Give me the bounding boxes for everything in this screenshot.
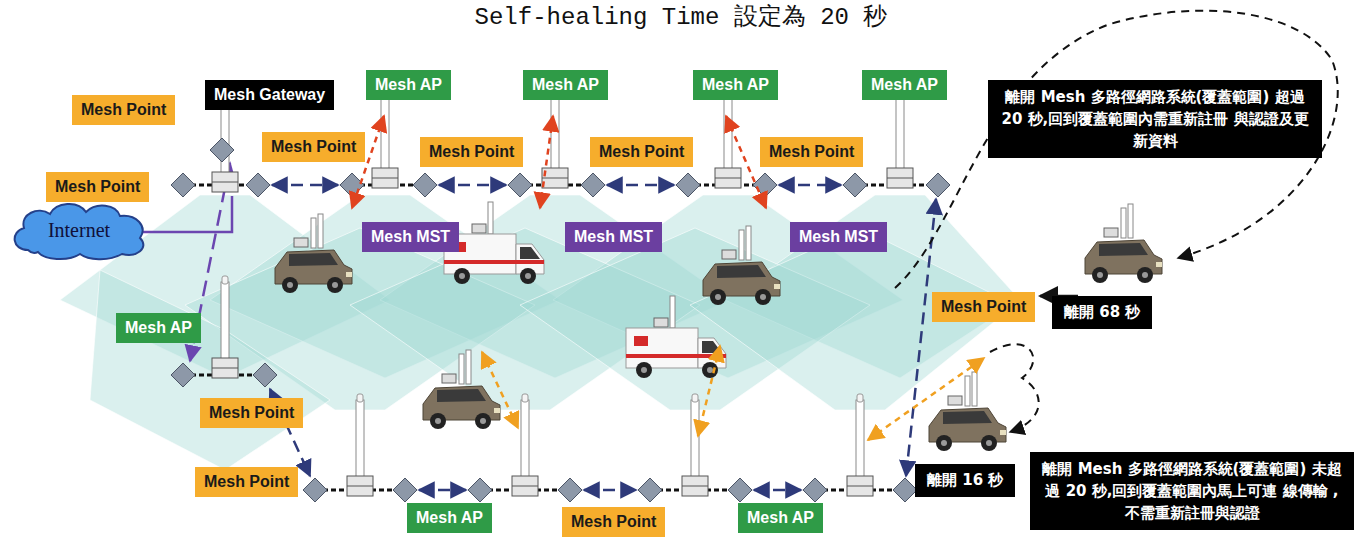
internet-cloud: Internet (8, 198, 150, 262)
node-text: Mesh AP (532, 75, 599, 95)
mesh-point-label: Mesh Point (200, 398, 303, 428)
node-text: Mesh Point (429, 142, 514, 162)
node-text: Mesh Point (599, 142, 684, 162)
node-text: 離開 Mesh 多路徑網路系統(覆蓋範圍) 未超過 20 秒,回到覆蓋範圍內馬上… (1040, 458, 1344, 524)
node-text: Mesh AP (416, 508, 483, 528)
mesh-point-label: Mesh Point (932, 292, 1035, 322)
wireless-links (352, 116, 984, 440)
access-point-label: Mesh AP (366, 70, 451, 100)
node-text: Mesh Point (55, 177, 140, 197)
mesh-point-label: Mesh Point (590, 137, 693, 167)
node-text: 離開 68 秒 (1064, 303, 1140, 322)
node-text: Mesh AP (702, 75, 769, 95)
node-text: 離開 16 秒 (927, 471, 1003, 490)
node-text: Internet (48, 219, 110, 242)
coverage-areas (60, 195, 1020, 470)
node-text: Mesh MST (371, 227, 450, 247)
time-callout: 離開 16 秒 (915, 464, 1015, 497)
node-text: Mesh AP (125, 318, 192, 338)
node-text: Mesh Point (209, 403, 294, 423)
mesh-point-label: Mesh Point (760, 137, 863, 167)
access-point-label: Mesh AP (407, 503, 492, 533)
access-point-label: Mesh AP (693, 70, 778, 100)
mesh-point-label: Mesh Point (72, 95, 175, 125)
roaming-paths (895, 11, 1338, 432)
access-point-label: Mesh AP (738, 503, 823, 533)
note-callout: 離開 Mesh 多路徑網路系統(覆蓋範圍) 超過 20 秒,回到覆蓋範圍內需重新… (988, 80, 1322, 158)
mesh-station-label: Mesh MST (565, 222, 662, 252)
mesh-point-label: Mesh Point (46, 172, 149, 202)
node-text: Mesh Gateway (214, 85, 325, 105)
mesh-point-diamonds (171, 138, 950, 502)
access-point-label: Mesh AP (862, 70, 947, 100)
mesh-poles (212, 86, 913, 496)
mesh-station-label: Mesh MST (362, 222, 459, 252)
mesh-point-label: Mesh Point (262, 132, 365, 162)
time-callout: 離開 68 秒 (1052, 296, 1152, 329)
node-text: Mesh MST (574, 227, 653, 247)
access-point-label: Mesh AP (523, 70, 608, 100)
node-text: Mesh Point (81, 100, 166, 120)
mesh-point-label: Mesh Point (195, 467, 298, 497)
node-text: 離開 Mesh 多路徑網路系統(覆蓋範圍) 超過 20 秒,回到覆蓋範圍內需重新… (998, 86, 1312, 152)
node-text: Mesh Point (941, 297, 1026, 317)
node-text: Mesh Point (271, 137, 356, 157)
mesh-point-label: Mesh Point (562, 507, 665, 537)
node-text: Mesh AP (375, 75, 442, 95)
node-text: Mesh AP (871, 75, 938, 95)
node-text: Mesh Point (204, 472, 289, 492)
node-text: Mesh Point (571, 512, 656, 532)
note-callout: 離開 Mesh 多路徑網路系統(覆蓋範圍) 未超過 20 秒,回到覆蓋範圍內馬上… (1030, 452, 1354, 530)
vehicles (275, 202, 1162, 451)
access-point-label: Mesh AP (116, 313, 201, 343)
gateway-label: Mesh Gateway (205, 80, 334, 110)
node-text: Mesh MST (799, 227, 878, 247)
node-text: Mesh Point (769, 142, 854, 162)
mesh-backbone (183, 163, 938, 490)
mesh-station-label: Mesh MST (790, 222, 887, 252)
diagram-title: Self-healing Time 設定為 20 秒 (0, 0, 1362, 32)
node-text: Mesh AP (747, 508, 814, 528)
mesh-point-label: Mesh Point (420, 137, 523, 167)
